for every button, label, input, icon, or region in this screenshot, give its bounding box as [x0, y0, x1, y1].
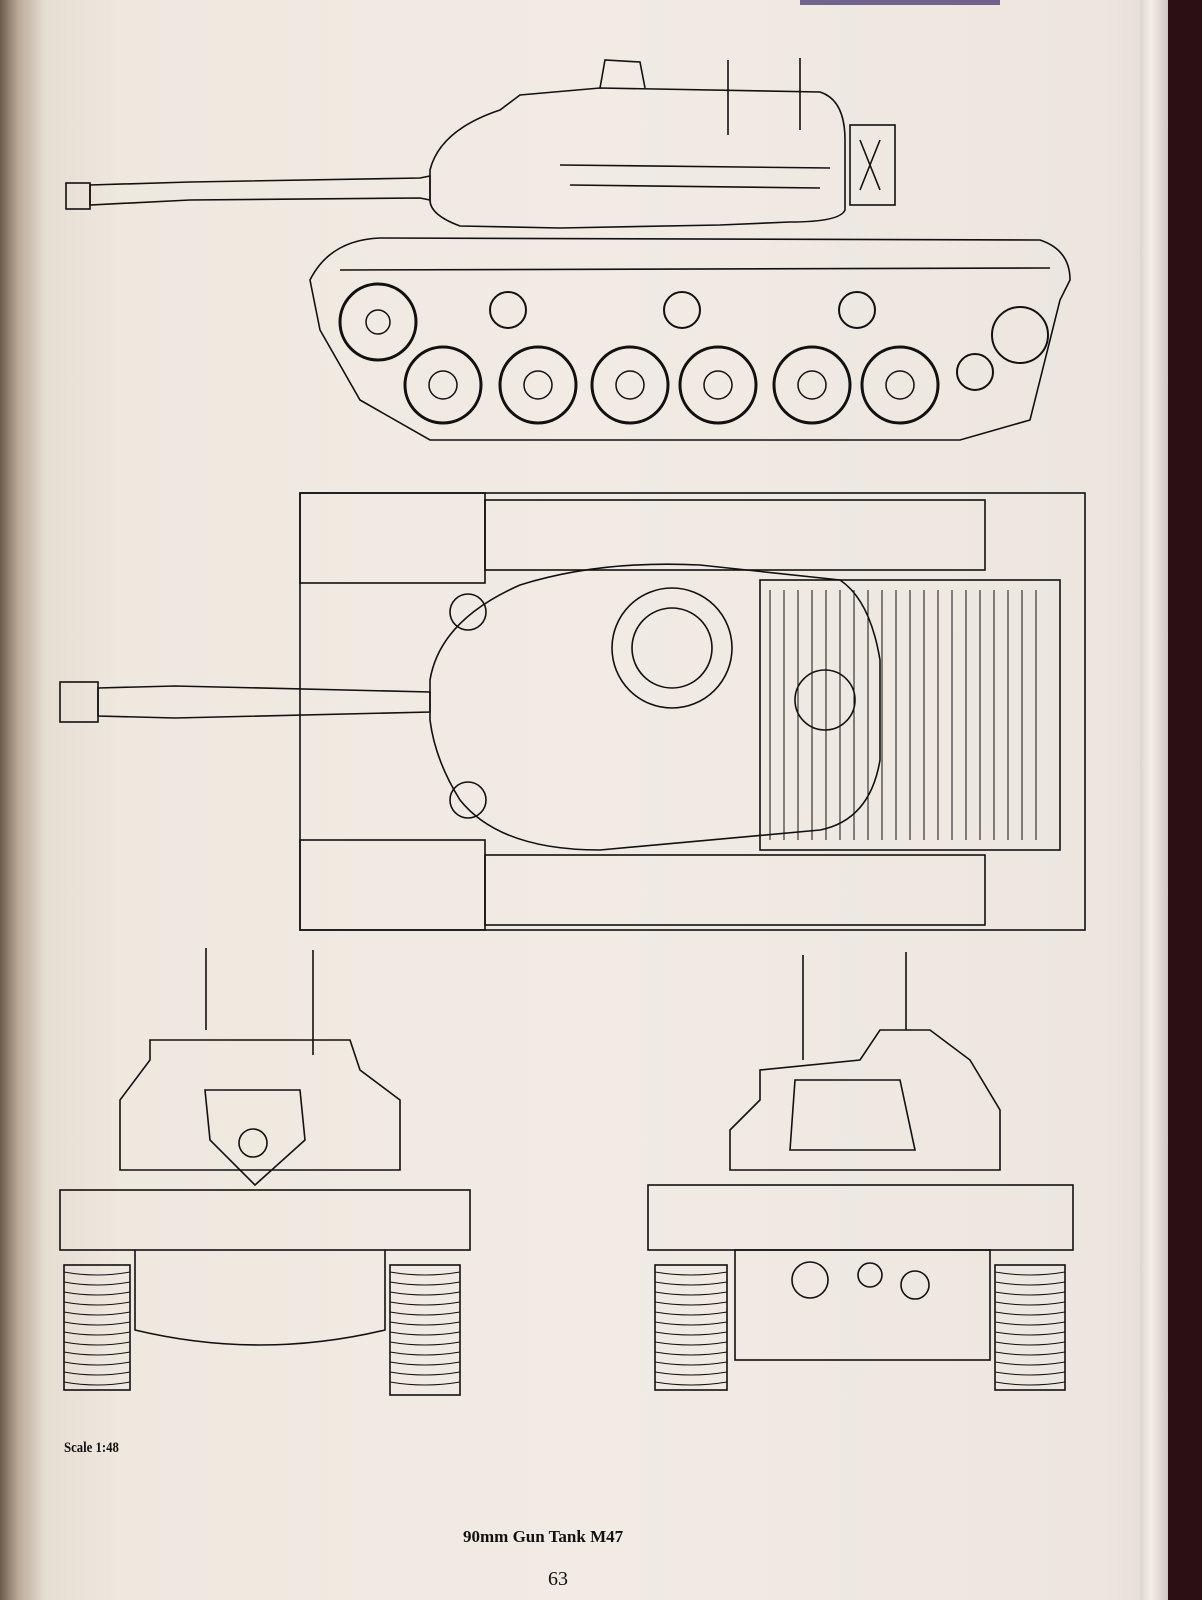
bustle-rack: [849, 124, 896, 206]
figure-caption: 90mm Gun Tank M47: [463, 1527, 624, 1546]
commander-cupola: [611, 587, 733, 709]
right-track: [389, 1264, 461, 1396]
hub: [797, 370, 827, 400]
return-roller: [663, 291, 701, 329]
page-edge: [1140, 0, 1168, 1600]
road-wheel: [956, 353, 994, 391]
engine-deck: [759, 579, 1061, 851]
gun-barrel: [89, 175, 431, 206]
turret: [429, 563, 881, 851]
muzzle-brake: [65, 182, 91, 210]
top-view: [59, 492, 1086, 931]
road-wheel: [590, 345, 670, 425]
road-wheel: [678, 345, 758, 425]
rear-view: [647, 952, 1074, 1391]
hull-front: [59, 1189, 471, 1251]
muzzle-brake: [59, 681, 99, 723]
hull-and-track: [309, 237, 1071, 441]
hull-rear: [647, 1184, 1074, 1251]
handwriting-mark: [800, 0, 1000, 5]
road-wheel: [403, 345, 483, 425]
mantlet: [204, 1089, 306, 1187]
gun-barrel: [97, 685, 431, 719]
hub: [703, 370, 733, 400]
hub: [885, 370, 915, 400]
scale-label: Scale 1:48: [64, 1440, 119, 1456]
hub: [428, 370, 458, 400]
hub: [523, 370, 553, 400]
right-track: [994, 1264, 1066, 1391]
left-track: [63, 1264, 131, 1391]
page-number: 63: [548, 1568, 568, 1590]
turret-rear: [729, 1029, 1001, 1171]
hub: [615, 370, 645, 400]
return-roller: [489, 291, 527, 329]
idler-wheel: [338, 282, 418, 362]
drive-sprocket: [991, 306, 1049, 364]
hub: [365, 309, 391, 335]
turret-front: [119, 1039, 401, 1171]
return-roller: [838, 291, 876, 329]
road-wheel: [772, 345, 852, 425]
road-wheel: [498, 345, 578, 425]
front-view: [59, 948, 471, 1396]
hull-outline: [299, 492, 1086, 931]
side-view: [65, 58, 1071, 441]
book-page: [0, 0, 1168, 1600]
road-wheel: [860, 345, 940, 425]
bustle-rack: [789, 1079, 916, 1151]
left-track: [654, 1264, 728, 1391]
turret: [429, 87, 846, 229]
